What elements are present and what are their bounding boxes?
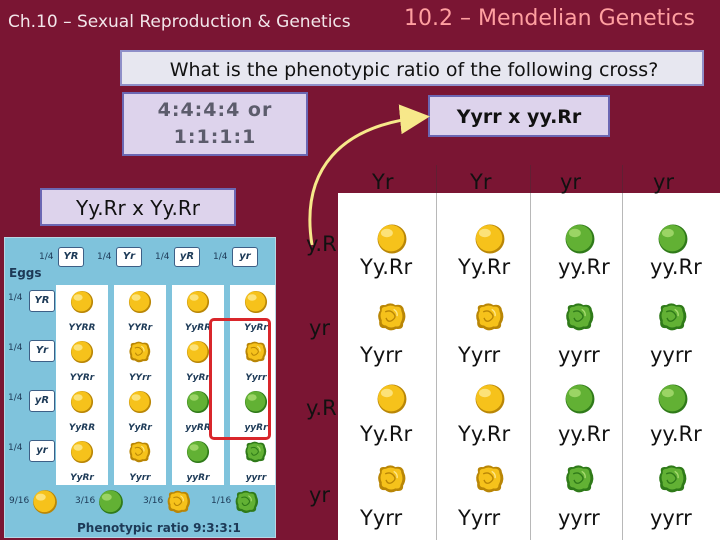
figure-cell-genotype: YYRr [127, 323, 153, 333]
figure-cell-genotype: YyRR [68, 423, 96, 433]
figure-cell: yyRr [172, 435, 224, 485]
figure-cell: yyRR [172, 385, 224, 435]
eggs-label: Eggs [9, 266, 42, 280]
side-gamete-label: yr [29, 440, 55, 462]
figure-cell-genotype: YYRr [69, 373, 95, 383]
phenotypic-ratio-label: Phenotypic ratio 9:3:3:1 [77, 521, 241, 535]
figure-cell-genotype: yyRr [244, 423, 268, 433]
figure-cell: Yyrr [230, 335, 275, 385]
phenotype-fraction: 3/16 [143, 496, 164, 506]
yellow-round-seed-icon [128, 290, 152, 314]
figure-cell-genotype: YYrr [129, 373, 151, 383]
yellow-round-seed-icon [186, 290, 210, 314]
side-gamete-label: yR [29, 390, 55, 412]
yellow-wrinkled-seed-icon [129, 441, 151, 463]
green-round-seed-icon [99, 490, 123, 514]
figure-cell-genotype: yyRR [185, 423, 211, 433]
question-box: What is the phenotypic ratio of the foll… [120, 50, 704, 86]
chapter-title: Ch.10 – Sexual Reproduction & Genetics [8, 12, 351, 32]
top-gamete-label: yr [232, 247, 258, 267]
phenotype-fraction: 3/16 [75, 496, 96, 506]
yellow-round-seed-icon [33, 490, 57, 514]
yellow-round-seed-icon [70, 290, 94, 314]
figure-cell-genotype: YyRr [186, 373, 210, 383]
side-gamete-fraction: 1/4 [8, 443, 23, 453]
top-gamete-fraction: 1/4 [97, 252, 112, 262]
figure-cell: YYrr [114, 335, 166, 385]
figure-cell: YyRr [172, 335, 224, 385]
figure-cell-genotype: yyrr [245, 473, 267, 483]
yellow-wrinkled-seed-icon [245, 341, 267, 363]
figure-cell-genotype: YyRr [70, 473, 94, 483]
main-cross-label: Yyrr x yy.Rr [456, 106, 582, 128]
punnett-square [338, 193, 720, 540]
yellow-round-seed-icon [128, 390, 152, 414]
top-gamete-label: Yr [116, 247, 142, 267]
figure-cell-genotype: Yyrr [129, 473, 151, 483]
figure-cell: yyrr [230, 435, 275, 485]
figure-cell-genotype: YyRR [184, 323, 212, 333]
side-gamete-fraction: 1/4 [8, 343, 23, 353]
figure-cell: Yyrr [114, 435, 166, 485]
answer-line-1: 4:4:4:4 or [157, 99, 273, 121]
reference-cross-box: Yy.Rr x Yy.Rr [40, 188, 236, 226]
figure-cell: YYRr [56, 335, 108, 385]
side-gamete-label: Yr [29, 340, 55, 362]
green-round-seed-icon [186, 390, 210, 414]
yellow-round-seed-icon [70, 390, 94, 414]
yellow-wrinkled-seed-icon [167, 490, 191, 514]
side-gamete-label: YR [29, 290, 55, 312]
figure-cell: yyRr [230, 385, 275, 435]
yellow-round-seed-icon [70, 340, 94, 364]
side-gamete-fraction: 1/4 [8, 393, 23, 403]
reference-cross-label: Yy.Rr x Yy.Rr [76, 196, 200, 220]
figure-cell: YYRR [56, 285, 108, 335]
green-wrinkled-seed-icon [245, 441, 267, 463]
question-text: What is the phenotypic ratio of the foll… [169, 59, 659, 81]
top-gamete-fraction: 1/4 [39, 252, 54, 262]
top-gamete-fraction: 1/4 [213, 252, 228, 262]
phenotype-fraction: 9/16 [9, 496, 30, 506]
figure-cell: YyRR [56, 385, 108, 435]
green-wrinkled-seed-icon [235, 490, 259, 514]
yellow-round-seed-icon [244, 290, 268, 314]
answer-box: 4:4:4:4 or 1:1:1:1 [122, 92, 308, 156]
section-title: 10.2 – Mendelian Genetics [404, 6, 695, 31]
figure-cell-genotype: yyRr [186, 473, 210, 483]
yellow-round-seed-icon [186, 340, 210, 364]
highlight-rectangle [209, 318, 271, 440]
figure-cell-genotype: Yyrr [245, 373, 267, 383]
answer-line-2: 1:1:1:1 [173, 126, 257, 148]
figure-cell: YyRR [172, 285, 224, 335]
figure-cell-genotype: YyRr [244, 323, 268, 333]
figure-cell: YYRr [114, 285, 166, 335]
top-gamete-label: YR [58, 247, 84, 267]
figure-cell: YyRr [230, 285, 275, 335]
yellow-wrinkled-seed-icon [129, 341, 151, 363]
side-gamete-fraction: 1/4 [8, 293, 23, 303]
figure-cell-genotype: YYRR [68, 323, 96, 333]
green-round-seed-icon [244, 390, 268, 414]
main-cross-box: Yyrr x yy.Rr [428, 95, 610, 137]
top-gamete-label: yR [174, 247, 200, 267]
figure-cell: YyRr [56, 435, 108, 485]
phenotype-fraction: 1/16 [211, 496, 232, 506]
figure-cell: YyRr [114, 385, 166, 435]
yellow-round-seed-icon [70, 440, 94, 464]
green-round-seed-icon [186, 440, 210, 464]
figure-cell-genotype: YyRr [128, 423, 152, 433]
top-gamete-fraction: 1/4 [155, 252, 170, 262]
